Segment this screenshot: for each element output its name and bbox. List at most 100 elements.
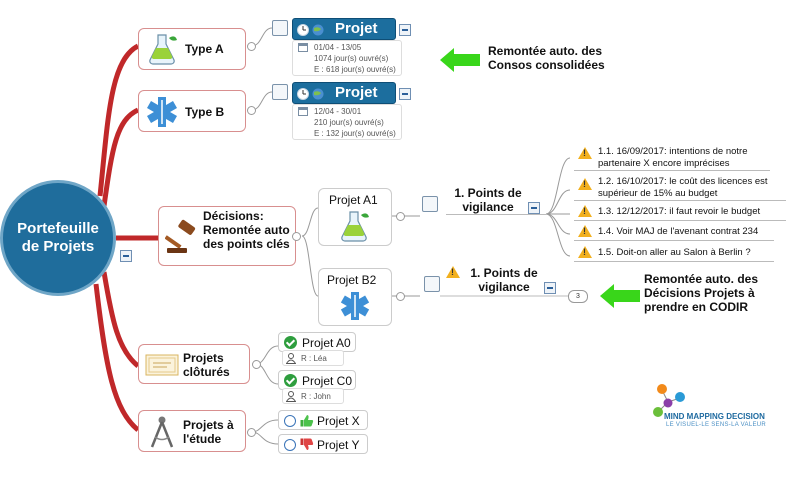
underline <box>574 200 786 201</box>
arrow-link-icon[interactable] <box>272 20 288 36</box>
branch-type-b[interactable]: Type B <box>138 90 246 132</box>
link-icon[interactable] <box>399 24 411 36</box>
checked-icon <box>284 374 297 387</box>
warning-icon <box>578 178 592 190</box>
decision-label: Projet A1 <box>329 193 378 207</box>
flask-icon <box>341 211 369 242</box>
warning-icon <box>578 205 592 217</box>
item-label: Projet Y <box>317 438 360 452</box>
link-icon[interactable] <box>399 88 411 100</box>
link-icon[interactable] <box>528 202 540 214</box>
clock-globe-icon <box>297 24 324 36</box>
project-duration: 210 jour(s) ouvré(s) <box>314 118 384 127</box>
underline <box>446 214 546 215</box>
decision-projet-a1[interactable]: Projet A1 <box>318 188 392 246</box>
project-dates: 12/04 - 30/01 <box>314 107 362 116</box>
green-arrow-icon <box>440 48 480 72</box>
item-label: Projet C0 <box>302 374 353 388</box>
underline <box>574 220 786 221</box>
collapse-toggle[interactable] <box>396 212 405 221</box>
warning-icon <box>578 246 592 258</box>
branch-projets-etude[interactable]: Projets à l'étude <box>138 410 246 452</box>
empty-circle-icon <box>284 415 296 427</box>
person-icon <box>286 391 296 402</box>
branch-decisions[interactable]: Décisions: Remontée auto des points clés <box>158 206 296 266</box>
medical-star-icon <box>147 97 177 127</box>
branch-label: Type A <box>185 42 224 56</box>
arrow-link-icon[interactable] <box>424 276 440 292</box>
thumbs-down-icon <box>300 438 314 450</box>
medical-star-icon <box>340 292 370 320</box>
item-projet-y[interactable]: Projet Y <box>278 434 368 454</box>
decision-label: Projet B2 <box>327 273 377 287</box>
collapse-toggle[interactable] <box>247 42 256 51</box>
clock-globe-icon <box>297 88 324 100</box>
collapse-toggle[interactable] <box>247 106 256 115</box>
vigilance-item: 1.2. 16/10/2017: le coût des licences es… <box>598 176 768 199</box>
flask-icon <box>149 34 177 65</box>
branch-label: Projets clôturés <box>183 351 230 379</box>
vigilance-item: 1.1. 16/09/2017: intentions de notre par… <box>598 146 748 169</box>
vigilance-item: 1.5. Doit-on aller au Salon à Berlin ? <box>598 247 751 258</box>
vigilance-item: 1.3. 12/12/2017: il faut revoir le budge… <box>598 206 761 217</box>
thumbs-up-icon <box>300 415 314 427</box>
logo-name: MIND MAPPING DECISION <box>664 412 765 421</box>
warning-icon <box>578 225 592 237</box>
project-effort: E : 132 jour(s) ouvré(s) <box>314 129 396 138</box>
underline <box>574 170 770 171</box>
central-node[interactable]: Portefeuille de Projets <box>0 180 116 296</box>
empty-circle-icon <box>284 439 296 451</box>
project-b2-details: 12/04 - 30/01 210 jour(s) ouvré(s) E : 1… <box>292 104 402 140</box>
link-icon[interactable] <box>544 282 556 294</box>
gavel-icon <box>165 219 196 253</box>
branch-label: Décisions: Remontée auto des points clés <box>203 209 290 251</box>
warning-icon <box>578 147 592 159</box>
warning-icon <box>446 266 460 278</box>
branch-label: Projets à l'étude <box>183 418 234 446</box>
certificate-icon <box>145 354 179 376</box>
underline <box>574 261 774 262</box>
callout-decisions: Remontée auto. des Décisions Projets à p… <box>644 272 759 314</box>
resp-label: R : Léa <box>301 354 327 363</box>
collapse-toggle[interactable] <box>252 360 261 369</box>
project-a1-details: 01/04 - 13/05 1074 jour(s) ouvré(s) E : … <box>292 40 402 76</box>
green-arrow-icon <box>600 284 640 308</box>
item-label: Projet X <box>317 414 360 428</box>
branch-projets-clotures[interactable]: Projets clôturés <box>138 344 250 384</box>
calendar-icon <box>298 107 308 116</box>
arrow-link-icon[interactable] <box>422 196 438 212</box>
compass-icon <box>150 416 174 448</box>
resp-label: R : John <box>301 392 331 401</box>
logo-tagline: LE VISUEL-LE SENS-LA VALEUR <box>666 422 767 428</box>
vigilance-item: 1.4. Voir MAJ de l'avenant contrat 234 <box>598 226 759 237</box>
project-a1-bar[interactable]: Projet A1 <box>292 18 396 57</box>
link-icon[interactable] <box>120 250 132 262</box>
vigilance-label: 1. Points de vigilance <box>470 266 538 294</box>
item-projet-a0[interactable]: Projet A0 <box>278 332 356 352</box>
collapse-toggle[interactable] <box>292 232 301 241</box>
underline <box>574 240 774 241</box>
arrow-link-icon[interactable] <box>272 84 288 100</box>
project-dates: 01/04 - 13/05 <box>314 43 362 52</box>
callout-consos: Remontée auto. des Consos consolidées <box>488 44 605 72</box>
vigilance-label: 1. Points de vigilance <box>454 186 522 214</box>
collapse-toggle[interactable] <box>247 428 256 437</box>
collapse-toggle[interactable] <box>396 292 405 301</box>
item-projet-c0[interactable]: Projet C0 <box>278 370 356 390</box>
project-b2-bar[interactable]: Projet B2 <box>292 82 396 121</box>
person-icon <box>286 353 296 364</box>
item-projet-x[interactable]: Projet X <box>278 410 368 430</box>
collapsed-count-badge[interactable]: 3 <box>568 290 588 303</box>
central-label: Portefeuille de Projets <box>17 220 99 255</box>
project-duration: 1074 jour(s) ouvré(s) <box>314 54 389 63</box>
decision-projet-b2[interactable]: Projet B2 <box>318 268 392 326</box>
calendar-icon <box>298 43 308 52</box>
project-effort: E : 618 jour(s) ouvré(s) <box>314 65 396 74</box>
item-resp: R : Léa <box>282 350 344 366</box>
branch-label: Type B <box>185 105 225 119</box>
branch-type-a[interactable]: Type A <box>138 28 246 70</box>
checked-icon <box>284 336 297 349</box>
item-resp: R : John <box>282 388 344 404</box>
item-label: Projet A0 <box>302 336 351 350</box>
mind-mapping-logo-icon <box>653 384 685 417</box>
